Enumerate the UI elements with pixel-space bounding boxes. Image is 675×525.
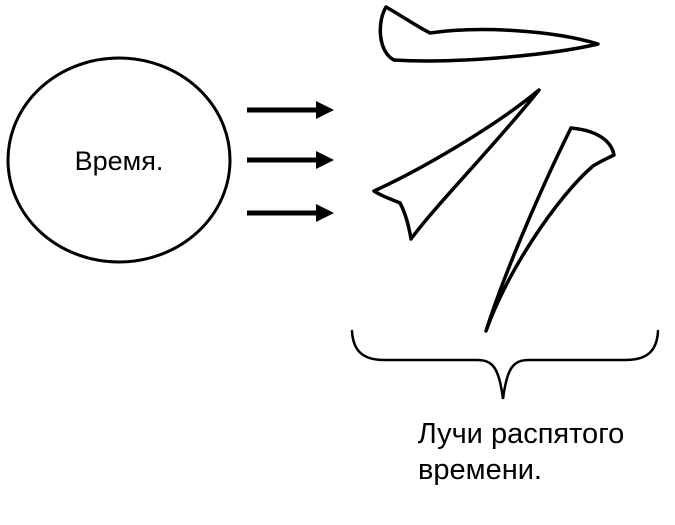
ray-shape-middle	[372, 88, 541, 241]
brace	[350, 329, 660, 400]
arrow-bottom	[247, 204, 334, 222]
time-circle-label: Время.	[75, 146, 164, 176]
arrow-top-head	[316, 101, 334, 119]
ray-shape-top	[378, 5, 600, 63]
caption-line-1: Лучи распятого	[418, 418, 625, 450]
time-circle	[6, 56, 232, 264]
arrow-middle-head	[316, 151, 334, 169]
arrow-middle	[247, 151, 334, 169]
arrow-bottom-head	[316, 204, 334, 222]
arrow-top	[247, 101, 334, 119]
ray-shape-right	[484, 126, 616, 333]
caption-line-2: времени.	[418, 454, 542, 486]
